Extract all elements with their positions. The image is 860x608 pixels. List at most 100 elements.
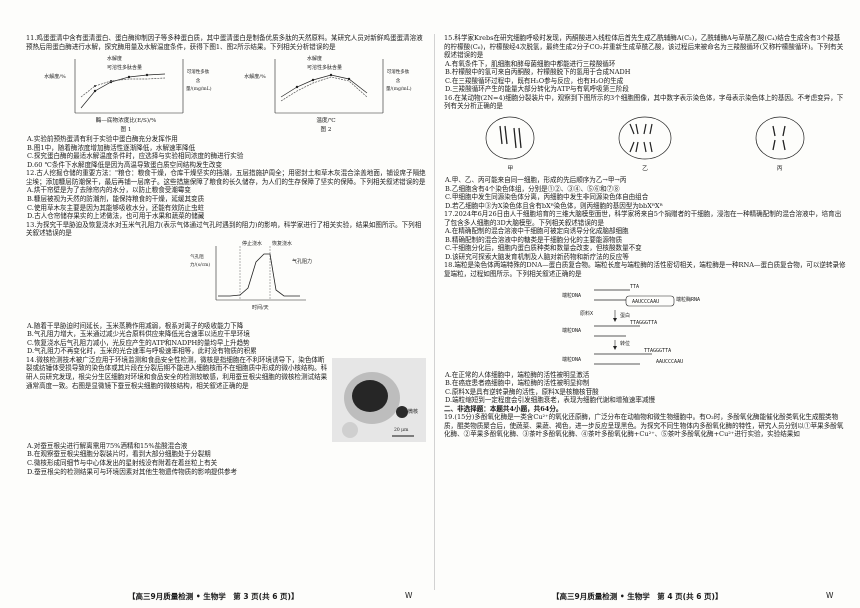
q12-option-a[interactable]: A.烘干帘壁是为了去除帘内的水分，以防止粮食受潮霉变	[27, 186, 191, 195]
q15-option-b[interactable]: B.柠檬酸中的氢可来自丙酮酸，柠檬酸脱下的氢用于合成NADH	[445, 68, 631, 77]
q13-x-label: 时间/天	[252, 304, 269, 311]
micronucleus-label: 微核	[408, 408, 419, 415]
cell-yi-label: 乙	[642, 166, 648, 173]
cell-jia-label: 甲	[507, 166, 514, 173]
fig2-y-label: 水解度/%	[244, 74, 266, 81]
left-column: 11.鸡蛋蛋清中含有蛋清蛋白、蛋白酶抑制因子等多种蛋白质，其中蛋清蛋白是制备优质…	[26, 34, 426, 476]
seq-top: TTA	[630, 283, 640, 290]
stop-watering-label: 停止浇水	[242, 240, 263, 247]
telomere-dna-label: 端粒DNA	[562, 292, 582, 299]
q14-option-d[interactable]: D.蚕豆根尖的检测结果可与环境因素对其他生物遗传物质的影响提供参考	[27, 467, 238, 476]
fig2-legend-1: 水解度	[307, 56, 323, 63]
q17-option-a[interactable]: A.在精确配制的混合溶液中干细胞可被定向诱导分化成脑部细胞	[445, 227, 629, 236]
q18-stem: 18.端粒是染色体两端特殊的DNA—蛋白质复合物。端粒长度与端粒酶的活性密切相关…	[444, 261, 846, 279]
fig2-caption: 图 2	[320, 126, 332, 133]
fig1-y-label: 水解度/%	[44, 74, 66, 81]
q17-option-d[interactable]: D.该研究可探索大脑发育机制及人脑对新药物和新疗法的反应等	[445, 252, 629, 261]
fig1-y2-label: 可溶性多肽含量/(mg/mL)	[186, 70, 212, 93]
stomatal-resistance-chart	[215, 245, 306, 301]
q11-figures: 水解度 可溶性多肽含量 水解度/% 可溶性多肽含量/(mg/mL) 酶—底物浓度…	[26, 53, 426, 134]
fig2-legend-2: 可溶性多肽含量	[307, 64, 343, 71]
scale-bar-label: 20 μm	[394, 427, 409, 433]
telomerase-diagram: TTA AAUCCCAAU 端粒DNA 端粒酶RNA 原料X 蛋白 端粒DNA …	[444, 282, 846, 368]
q12-option-d[interactable]: D.古人仓帘储存果实的上述做法，也可用于水果和蔬菜的储藏	[27, 212, 205, 221]
section-heading: 二、非选择题：本题共4小题，共64分。	[444, 404, 563, 413]
q15-stem: 15.科学家Krebs在研究细胞呼吸时发现，丙酮酸进入线粒体后首先生成乙酰辅酶A…	[444, 34, 844, 60]
column-divider	[434, 34, 435, 590]
q16-option-d[interactable]: D.若乙细胞中③为X染色体且含有bXᴮ染色体，则丙细胞的基因型为bbXᴮXᴮ	[445, 201, 663, 210]
transposition-label: 转位	[620, 340, 631, 347]
q18-option-a[interactable]: A.在正常的人体细胞中，端粒酶的活性被明显激活	[445, 370, 590, 379]
q13-stem: 13.为探究干旱胁迫及恢复浇水对玉米气孔阻力(表示气体通过气孔时遇到的阻力)的影…	[26, 220, 422, 238]
q17-option-b[interactable]: B.精确配制的混合溶液中的糖类是干细胞分化的主要能源物质	[445, 235, 623, 244]
telomerase-rna-label: 端粒酶RNA	[676, 296, 701, 303]
q13-option-b[interactable]: B.气孔阻力增大，玉米通过减少光合原料供应来降低光合速率以适应干旱环境	[27, 330, 250, 339]
cell-bing: 丙	[753, 114, 807, 174]
q14-option-c[interactable]: C.微核形成同细节与中心体发出的星射线没有附着在着丝粒上有关	[27, 459, 218, 468]
q16-stem: 16.在某动物(2N=4)细胞分裂装片中，观察到下图所示的3个细胞图像，其中数字…	[444, 93, 844, 111]
left-footer-text: 【高三9月质量检测 • 生物学 第 3 页(共 6 页)】	[128, 592, 299, 601]
q15-option-a[interactable]: A.有氧条件下，肌细胞和酵母菌细胞中都能进行三羧酸循环	[445, 59, 616, 68]
q11-option-a[interactable]: A.实验前预热蛋清有利于实验中蛋白酶充分发挥作用	[27, 135, 178, 144]
cell-yi: 乙	[616, 114, 674, 174]
fig1-legend-1: 水解度	[107, 56, 123, 63]
q18-option-b[interactable]: B.在癌症患者癌细胞中，端粒酶的活性被明显抑制	[445, 379, 590, 388]
right-footer-text: 【高三9月质量检测 • 生物学 第 4 页(共 6 页)】	[552, 592, 723, 601]
left-footer: 【高三9月质量检测 • 生物学 第 3 页(共 6 页)】	[128, 591, 298, 602]
telomere-dna-label-2: 端粒DNA	[562, 327, 582, 334]
q11-stem: 11.鸡蛋蛋清中含有蛋清蛋白、蛋白酶抑制因子等多种蛋白质，其中蛋清蛋白是制备优质…	[26, 34, 423, 51]
fig1-legend-2: 可溶性多肽含量	[107, 64, 143, 71]
seq-dna2: TTAGGGTTA	[644, 347, 672, 354]
q11-option-b[interactable]: B.图1中，随着酶浓度增加酶活性逐渐降低，水解速率降低	[27, 143, 196, 152]
resume-watering-label: 恢复浇水	[272, 240, 293, 247]
q13-option-d[interactable]: D.气孔阻力不再变化时，玉米的光合速率与呼吸速率相等，此时没有物质的积累	[27, 347, 257, 356]
q17-stem: 17.2024年6月26日由人干细胞培育的三维大脑模型面世，科学家将来自5个捐赠…	[444, 210, 842, 227]
q16-option-c[interactable]: C.甲细胞中发生同源染色体分离，丙细胞中发生非同源染色体自由组合	[445, 193, 649, 202]
q11-option-d[interactable]: D.60 ℃条件下水解度降低是因为高温导致蛋白质空间结构发生改变	[27, 160, 223, 169]
q11-option-c[interactable]: C.探究蛋白酶的最适水解温度条件时，应选择与实验相同浓度的酶进行实验	[27, 152, 244, 161]
q14-stem: 14.微核检测技术被广泛应用于环境监测和食品安全性检测，微核是指细胞在不利环境诱…	[26, 355, 328, 390]
seq-dna1: TTAGGGTTA	[630, 319, 658, 326]
cell-bing-label: 丙	[776, 166, 783, 173]
micronucleus-micrograph: 微核 20 μm	[332, 357, 426, 442]
q16-cell-figures: 甲 乙 丙	[444, 114, 846, 174]
q16-option-b[interactable]: B.乙细胞含有4个染色体组，分别是①②、③④、⑤⑥和⑦⑧	[445, 184, 620, 193]
q12-stem: 12.古人挖掘仓储的重要方法："粮仓：粮食干燥，仓库干燥坚实的挡潮，五层措施护周…	[26, 169, 426, 186]
q16-option-a[interactable]: A.甲、乙、丙可能来自同一细胞，形成的先后顺序为乙→甲→丙	[445, 176, 627, 185]
q13-option-a[interactable]: A.随着干旱胁迫时间延长，玉米蒸腾作用减弱，根系对离子的吸收能力下降	[27, 321, 244, 330]
fig1-caption: 图 1	[120, 126, 132, 133]
q12-option-c[interactable]: C.使用草木灰主要是因为其能够吸收水分，还能有效防止虫蛀	[27, 203, 205, 212]
right-footer-w-mark: W	[826, 591, 834, 600]
q14-option-b[interactable]: B.在观察蚕豆根尖细胞分裂装片时，看到大部分细胞处于分裂期	[27, 450, 211, 459]
q15-option-d[interactable]: D.三羧酸循环产生的能量大部分转化为ATP与有氧呼吸第三阶段	[445, 85, 629, 94]
q18-option-d[interactable]: D.端粒缩短到一定程度会引发细胞衰老，表现为细胞代谢和增殖速率减慢	[445, 396, 656, 405]
q13-figure: 停止浇水 恢复浇水 气孔阻力 气孔阻力/(s/cm) 时间/天	[190, 240, 346, 320]
fig1-x-label: 酶—底物浓度比(E/S)/%	[95, 118, 157, 125]
protein-label: 蛋白	[620, 312, 631, 319]
right-footer-w: W	[826, 591, 833, 600]
q18-option-c[interactable]: C.原料X是具有逆转录酶的活性，原料X是核糖核苷酸	[445, 387, 599, 396]
q12-option-b[interactable]: B.糠层被视为天然的防潮剂，能保持粮食的干燥，延缓其变质	[27, 195, 205, 204]
seq-rna-2: AAUCCCAAU	[656, 358, 684, 365]
right-column: 15.科学家Krebs在研究细胞呼吸时发现，丙酮酸进入线粒体后首先生成乙酰辅酶A…	[444, 34, 846, 439]
q11-figure-1: 水解度 可溶性多肽含量 水解度/% 可溶性多肽含量/(mg/mL) 酶—底物浓度…	[41, 53, 211, 134]
q14-block: 14.微核检测技术被广泛应用于环境监测和食品安全性检测，微核是指细胞在不利环境诱…	[26, 356, 426, 442]
figure-2-chart	[274, 59, 384, 114]
left-footer-w: W	[405, 591, 412, 600]
left-footer-w-mark: W	[405, 591, 413, 600]
q15-option-c[interactable]: C.在三羧酸循环过程中，既有H₂O参与反应，也有H₂O的生成	[445, 76, 624, 85]
fig2-x-label: 温度/℃	[316, 118, 336, 125]
figure-1-chart	[74, 59, 184, 114]
cell-jia: 甲	[483, 114, 537, 174]
telomere-dna-label-3: 端粒DNA	[562, 356, 582, 363]
raw-material-x-label: 原料X	[580, 310, 594, 317]
q13-option-c[interactable]: C.恢复浇水后气孔阻力减小，光反应产生的ATP和NADPH的量均早上升趋势	[27, 338, 250, 347]
q11-figure-2: 水解度 可溶性多肽含量 水解度/% 可溶性多肽含量/(mg/mL) 温度/℃ 图…	[241, 53, 411, 134]
right-footer: 【高三9月质量检测 • 生物学 第 4 页(共 6 页)】	[552, 591, 722, 602]
q13-legend: 气孔阻力	[292, 258, 313, 265]
q19-stem: 19.(15分)多酚氧化酶是一类含Cu²⁺的氧化还原酶，广泛分布在动植物和微生物…	[444, 413, 844, 439]
q14-option-a[interactable]: A.对蚕豆根尖进行解离需用75%酒精和15%盐酸混合液	[27, 441, 188, 450]
q17-option-c[interactable]: C.干细胞分化后，细胞内蛋白质种类和数量会改变，但核酸数量不变	[445, 244, 642, 253]
q13-y-label: 气孔阻力/(s/cm)	[190, 254, 211, 269]
fig2-y2-label: 可溶性多肽含量/(mg/mL)	[386, 70, 412, 93]
